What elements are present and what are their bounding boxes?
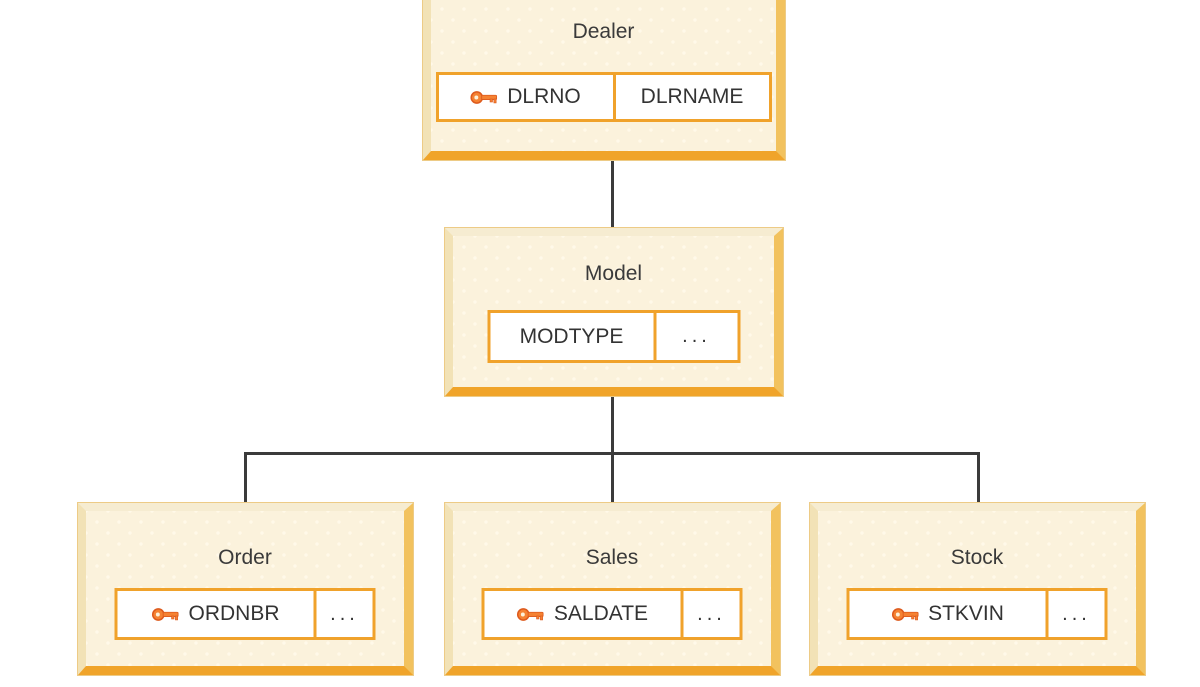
field-name: DLRNAME [640, 85, 744, 108]
key-icon [517, 607, 545, 622]
connector-model-order [244, 452, 247, 503]
field-row: ORDNBR ... [114, 588, 376, 640]
field-cell-ellipsis: ... [313, 591, 373, 637]
key-icon [470, 90, 498, 105]
field-cell-keyed: DLRNO [439, 75, 613, 119]
field-row: MODTYPE ... [487, 310, 740, 363]
field-cell-keyed: SALDATE [485, 591, 681, 637]
entity-box-sales: Sales SALDATE ... [445, 503, 780, 675]
entity-title: Sales [585, 546, 639, 569]
field-row: STKVIN ... [846, 588, 1108, 640]
field-name: ORDNBR [188, 602, 280, 625]
key-icon [891, 607, 919, 622]
entity-box-order: Order ORDNBR ... [78, 503, 413, 675]
entity-title: Dealer [572, 20, 635, 43]
entity-box-model: Model MODTYPE ... [445, 228, 783, 396]
entity-title: Stock [950, 546, 1004, 569]
field-name: DLRNO [507, 85, 581, 108]
connector-model-children-stem [611, 395, 614, 503]
field-cell-keyed: STKVIN [850, 591, 1046, 637]
field-cell-ellipsis: ... [653, 313, 737, 360]
entity-title: Order [218, 546, 272, 569]
connector-dealer-model [611, 158, 614, 230]
entity-box-dealer: Dealer DLRNO DLRNAME [423, 0, 785, 160]
field-row: SALDATE ... [481, 588, 743, 640]
more-fields-ellipsis: ... [697, 602, 726, 625]
field-cell-ellipsis: ... [1045, 591, 1105, 637]
key-icon [151, 607, 179, 622]
field-name: SALDATE [553, 602, 649, 625]
more-fields-ellipsis: ... [1062, 602, 1091, 625]
field-cell: DLRNAME [612, 75, 769, 119]
connector-model-stock [977, 452, 980, 503]
field-name: MODTYPE [519, 324, 624, 348]
field-row: DLRNO DLRNAME [435, 72, 772, 122]
field-name: STKVIN [928, 602, 1004, 625]
field-cell: MODTYPE [490, 313, 653, 360]
field-cell-ellipsis: ... [680, 591, 740, 637]
more-fields-ellipsis: ... [330, 602, 359, 625]
entity-title: Model [584, 262, 643, 285]
connector-horizontal-rail [244, 452, 980, 455]
entity-box-stock: Stock STKVIN ... [810, 503, 1145, 675]
field-cell-keyed: ORDNBR [118, 591, 314, 637]
more-fields-ellipsis: ... [682, 325, 711, 347]
